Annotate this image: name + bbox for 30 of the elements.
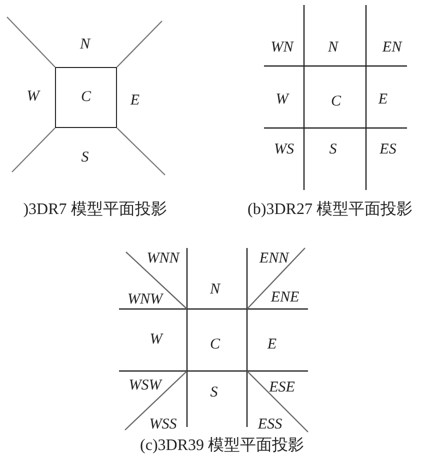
region-label: S bbox=[81, 150, 89, 166]
region-label: E bbox=[267, 338, 277, 352]
region-label: ESE bbox=[269, 380, 295, 396]
region-label: W bbox=[276, 92, 288, 108]
region-label: E bbox=[130, 94, 140, 108]
region-label: C bbox=[210, 338, 220, 352]
caption: (c)3DR39 模型平面投影 bbox=[140, 438, 304, 454]
region-label: WN bbox=[270, 40, 294, 56]
region-label: N bbox=[80, 38, 90, 52]
region-label: ENN bbox=[259, 252, 289, 266]
region-label: WS bbox=[274, 142, 294, 158]
region-label: N bbox=[210, 282, 220, 298]
region-label: W bbox=[150, 332, 162, 348]
region-label: W bbox=[26, 90, 40, 104]
caption: )3DR7 模型平面投影 bbox=[23, 202, 167, 218]
region-label: C bbox=[331, 94, 341, 110]
region-label: WNW bbox=[128, 292, 162, 308]
region-label: E bbox=[378, 92, 388, 108]
region-label: S bbox=[210, 386, 218, 400]
region-label: N bbox=[328, 40, 338, 56]
center-square: C bbox=[55, 67, 117, 128]
caption: (b)3DR27 模型平面投影 bbox=[248, 202, 412, 218]
region-label: ES bbox=[380, 142, 396, 158]
region-label: EN bbox=[382, 40, 402, 56]
region-label: WNN bbox=[146, 252, 180, 266]
region-label: WSS bbox=[149, 418, 177, 432]
region-label: S bbox=[329, 142, 337, 158]
region-label: WSW bbox=[128, 378, 162, 394]
region-label: ESS bbox=[258, 418, 282, 432]
region-label: ENE bbox=[270, 290, 300, 306]
